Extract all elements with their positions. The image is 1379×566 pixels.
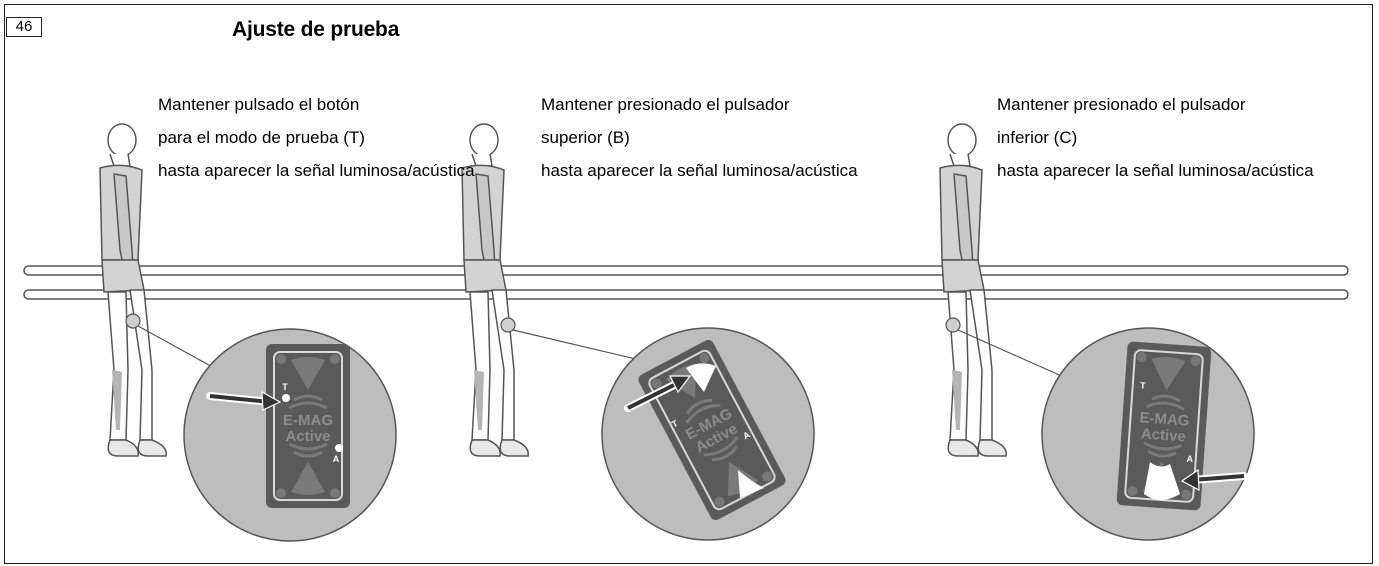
arrow-icon	[1180, 468, 1248, 492]
figure-frame	[4, 4, 1373, 564]
instruction-line: hasta aparecer la señal luminosa/acústic…	[997, 161, 1314, 180]
instruction-step-3: Mantener presionado el pulsador inferior…	[997, 88, 1350, 187]
instruction-step-2: Mantener presionado el pulsador superior…	[541, 88, 858, 187]
magnifier-3	[1041, 327, 1255, 541]
page-title: Ajuste de prueba	[232, 18, 400, 41]
magnifier-2	[601, 327, 815, 541]
figure-number-box: 46	[6, 17, 42, 37]
arrow-icon	[624, 375, 692, 412]
instruction-line: hasta aparecer la señal luminosa/acústic…	[541, 161, 858, 180]
control-unit-1	[264, 342, 352, 510]
led-a-indicator	[335, 444, 343, 452]
led-t-indicator	[282, 394, 290, 402]
leader-lines	[125, 313, 1067, 379]
instruction-line: Mantener pulsado el botón	[158, 95, 360, 114]
instruction-line: para el modo de prueba (T)	[158, 128, 365, 147]
instruction-step-1: Mantener pulsado el botón para el modo d…	[158, 88, 475, 187]
magnifier-1	[183, 328, 397, 542]
instruction-line: Mantener presionado el pulsador	[997, 95, 1246, 114]
parallel-bars	[23, 265, 1349, 300]
arrow-icon	[206, 390, 282, 411]
instruction-line: hasta aparecer la señal luminosa/acústic…	[158, 161, 475, 180]
instruction-line: superior (B)	[541, 128, 630, 147]
instruction-line: inferior (C)	[997, 128, 1078, 147]
instruction-line: Mantener presionado el pulsador	[541, 95, 790, 114]
